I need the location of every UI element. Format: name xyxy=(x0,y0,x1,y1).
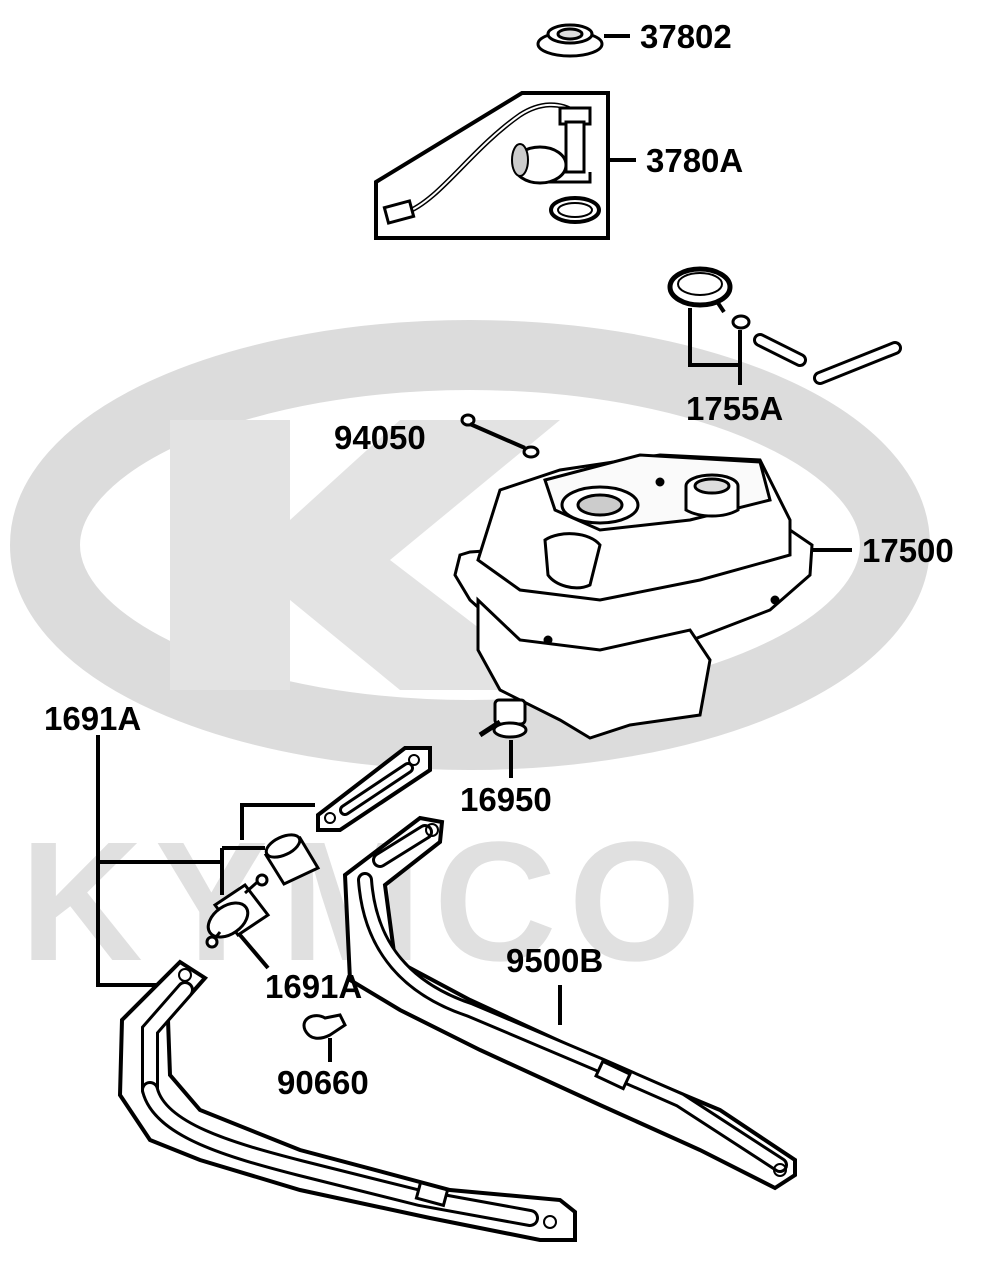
part-label-3780A: 3780A xyxy=(646,142,744,179)
fuel-filter-1691A xyxy=(205,873,271,949)
part-label-16950: 16950 xyxy=(460,781,552,818)
part-label-17500: 17500 xyxy=(862,532,954,569)
clamp-90660 xyxy=(302,1013,347,1040)
kymco-watermark-logo xyxy=(10,320,930,770)
fuel-hose-lower-left xyxy=(117,959,577,1242)
hose-sleeve xyxy=(263,833,321,886)
hose-clip-panel xyxy=(316,746,432,832)
part-label-94050: 94050 xyxy=(334,419,426,456)
group-bracket-1691A xyxy=(96,735,315,987)
part-label-9500B: 9500B xyxy=(506,942,604,979)
leader-1691A-filter xyxy=(238,933,270,970)
part-label-1755A: 1755A xyxy=(686,390,784,427)
part-label-90660: 90660 xyxy=(277,1064,369,1101)
filler-parts-1755A xyxy=(667,266,902,385)
part-label-1691A-group: 1691A xyxy=(44,700,142,737)
fuel-pump-kit-3780A xyxy=(374,91,610,240)
bolt-nut-94050 xyxy=(460,413,540,459)
part-label-1691A-filter: 1691A xyxy=(265,968,363,1005)
fuel-tank-17500 xyxy=(453,453,814,740)
part-label-37802: 37802 xyxy=(640,18,732,55)
lock-ring-37802 xyxy=(536,23,604,58)
fuel-hose-9500B xyxy=(342,815,797,1191)
